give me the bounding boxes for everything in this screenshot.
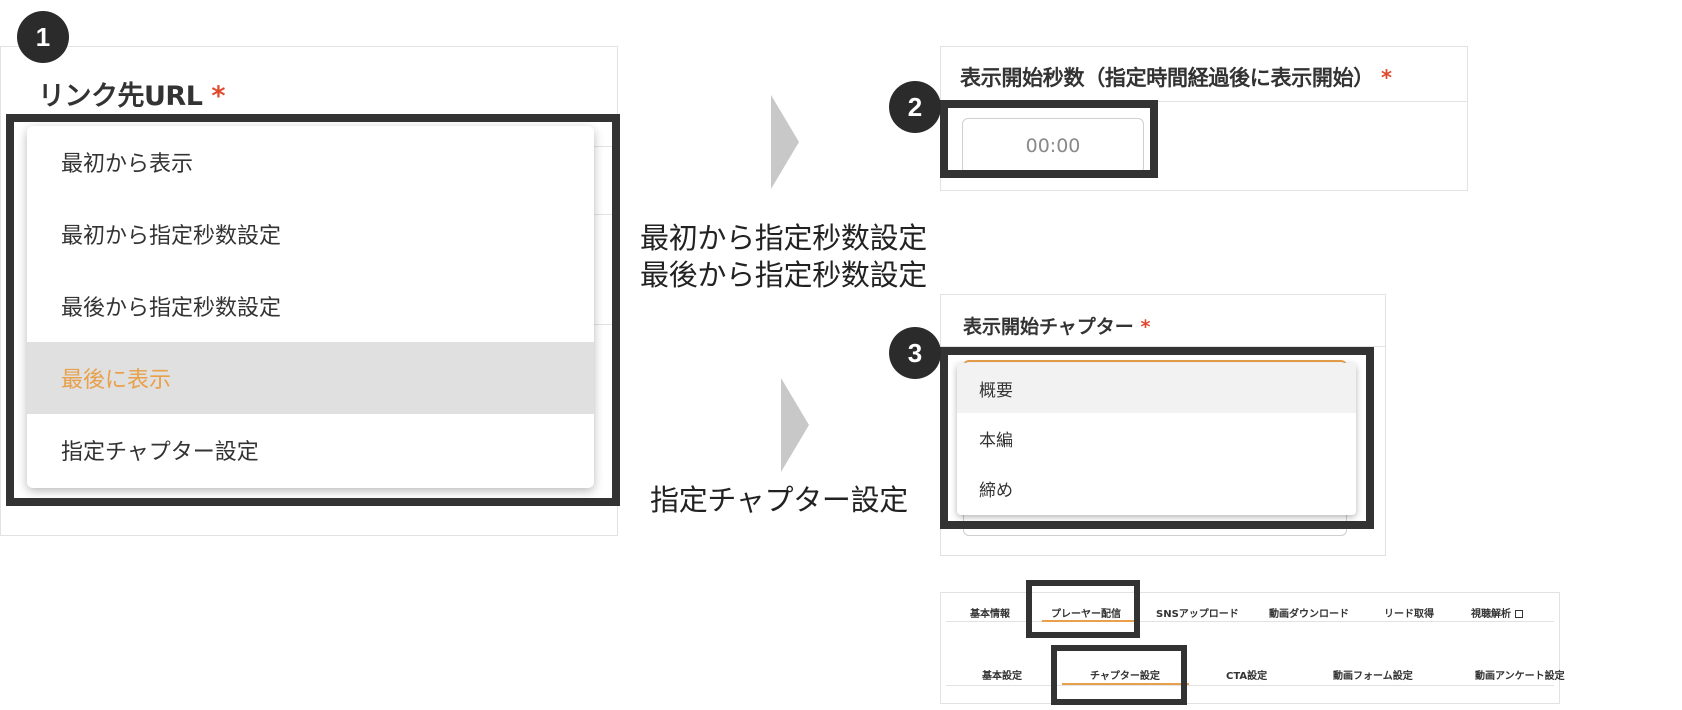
subtab-basic-settings[interactable]: 基本設定 <box>982 671 1022 682</box>
caption-line: 最後から指定秒数設定 <box>640 258 928 292</box>
tab-view-analytics[interactable]: 視聴解析 <box>1471 605 1524 620</box>
divider <box>946 621 1554 622</box>
highlight-frame <box>6 114 620 506</box>
divider <box>590 214 618 215</box>
highlight-frame <box>1026 580 1140 638</box>
required-mark: * <box>1140 316 1151 338</box>
divider <box>940 346 1386 347</box>
start-chapter-label: 表示開始チャプター * <box>963 312 1150 339</box>
field-label: リンク先URL <box>38 81 203 112</box>
option-seconds-from-start[interactable]: 最初から指定秒数設定 <box>61 224 282 249</box>
subtab-chapter-settings[interactable]: チャプター設定 <box>1090 671 1160 682</box>
tab-video-download[interactable]: 動画ダウンロード <box>1269 609 1349 620</box>
chapter-option-main[interactable]: 本編 <box>979 430 1013 451</box>
step-badge-3: 3 <box>889 327 941 379</box>
required-mark: * <box>1381 66 1392 90</box>
chapter-dropdown-menu: 概要 本編 締め <box>957 363 1356 515</box>
step-badge-1: 1 <box>17 11 69 63</box>
tab-sns-upload[interactable]: SNSアップロード <box>1156 609 1239 620</box>
subtab-form-settings[interactable]: 動画フォーム設定 <box>1333 671 1413 682</box>
option-seconds-from-end[interactable]: 最後から指定秒数設定 <box>61 296 282 321</box>
tab-label: 視聴解析 <box>1471 609 1511 620</box>
divider <box>946 685 1554 686</box>
arrow-right-icon <box>781 378 809 472</box>
subtab-cta-settings[interactable]: CTA設定 <box>1226 671 1268 682</box>
active-tab-underline <box>1042 620 1139 622</box>
caption-seconds: 最初から指定秒数設定 最後から指定秒数設定 <box>640 220 927 294</box>
field-label: 表示開始秒数（指定時間経過後に表示開始） <box>960 66 1374 90</box>
subtab-survey-settings[interactable]: 動画アンケート設定 <box>1475 671 1565 682</box>
highlight-frame <box>940 100 1158 178</box>
link-destination-dropdown-menu: 最初から表示 最初から指定秒数設定 最後から指定秒数設定 最後に表示 指定チャプ… <box>27 126 594 488</box>
option-show-at-end[interactable]: 最後に表示 <box>27 342 594 414</box>
divider <box>590 324 618 325</box>
chapter-option-overview[interactable]: 概要 <box>957 363 1356 413</box>
divider <box>940 101 1468 102</box>
tab-player-delivery[interactable]: プレーヤー配信 <box>1051 609 1121 620</box>
option-chapter-setting[interactable]: 指定チャプター設定 <box>61 440 259 465</box>
divider <box>590 146 618 147</box>
required-mark: * <box>211 81 225 112</box>
arrow-right-icon <box>771 95 799 189</box>
tab-basic-info[interactable]: 基本情報 <box>970 609 1010 620</box>
highlight-frame <box>940 347 1374 529</box>
start-seconds-input[interactable]: 00:00 <box>962 118 1144 174</box>
field-label: 表示開始チャプター <box>963 316 1134 338</box>
start-seconds-label: 表示開始秒数（指定時間経過後に表示開始） * <box>960 62 1392 92</box>
option-show-from-start[interactable]: 最初から表示 <box>61 152 194 177</box>
caption-chapter: 指定チャプター設定 <box>650 483 909 517</box>
highlight-frame <box>1051 645 1187 705</box>
link-destination-label: リンク先URL * <box>38 74 225 113</box>
tab-lead-acquisition[interactable]: リード取得 <box>1384 609 1434 620</box>
caption-line: 最初から指定秒数設定 <box>640 221 928 255</box>
step-badge-2: 2 <box>889 81 941 133</box>
active-tab-underline <box>1062 683 1189 685</box>
chapter-option-closing[interactable]: 締め <box>979 480 1013 501</box>
external-link-icon <box>1515 610 1524 618</box>
